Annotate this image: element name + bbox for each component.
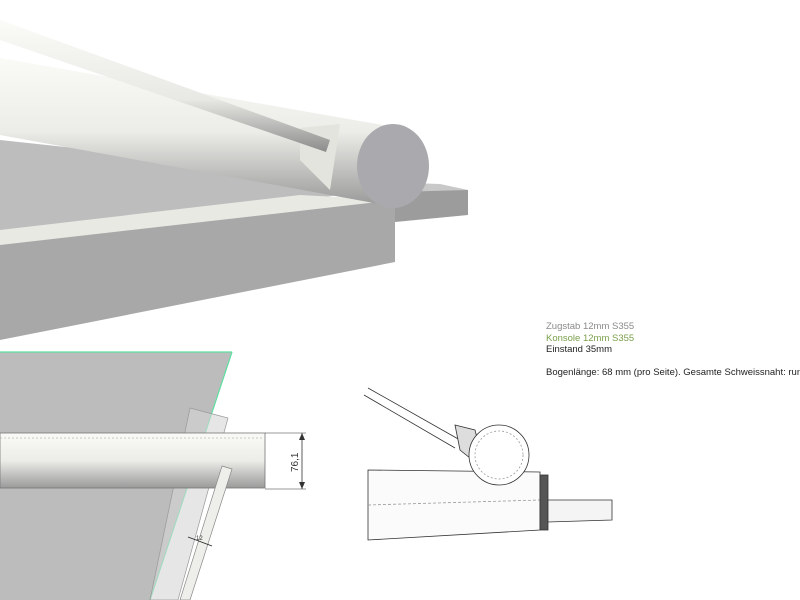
section-zugstab-b (363, 394, 456, 449)
rod-dim-line (187, 536, 213, 547)
section-bracket (539, 474, 549, 531)
section-tube (468, 424, 530, 486)
notes-block: Zugstab 12mm S355 Konsole 12mm S355 Eins… (546, 321, 800, 378)
note-konsole: Konsole 12mm S355 (546, 332, 635, 344)
tube-3d (0, 58, 400, 205)
note-bogenlaenge: Bogenlänge: 68 mm (pro Seite). Gesamte S… (546, 366, 800, 378)
note-einstand: Einstand 35mm (546, 344, 613, 355)
zugstab-3d (0, 20, 330, 152)
note-zugstab: Zugstab 12mm S355 (546, 321, 635, 332)
plate-side (0, 200, 395, 340)
rod-diameter-label: 12 (196, 536, 203, 542)
section-view (363, 387, 613, 541)
dim-arrow-bottom (299, 482, 305, 489)
dim-arrow-top (299, 433, 305, 440)
note-gap (546, 356, 800, 367)
section-zugstab-a (367, 387, 461, 441)
section-tube-inner (474, 430, 524, 480)
tube-diameter-label: 76,1 (290, 452, 301, 472)
plate-top-edge (0, 195, 395, 245)
plate-top (0, 140, 420, 240)
rod-plan (179, 465, 233, 600)
plan-view: 76,1 12 (0, 351, 306, 600)
3d-view (0, 20, 468, 340)
tube-end-face (357, 124, 429, 208)
section-flange (547, 499, 613, 523)
